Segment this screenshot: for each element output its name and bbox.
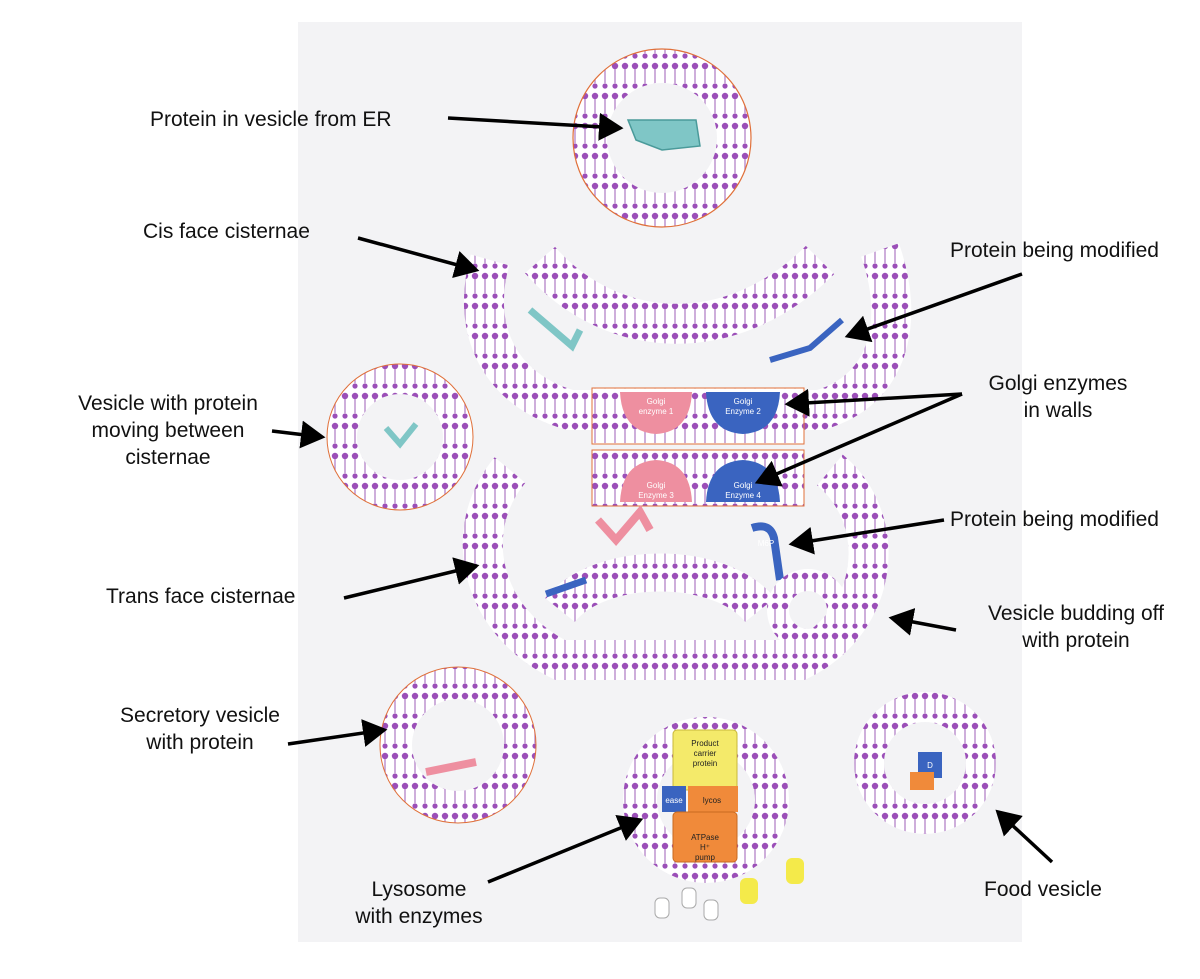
label-vesicle-moving: Vesicle with protein moving between cist… — [50, 390, 286, 471]
m6p-tag: M6P — [758, 539, 774, 548]
arrow-trans-face — [343, 557, 480, 600]
enzyme-3-label: Enzyme 3 — [638, 491, 674, 500]
arrow-golgi-enzymes-lower — [754, 392, 963, 487]
enzyme-4-title: Golgi — [734, 481, 753, 490]
label-vesicle-budding-line-1: Vesicle budding off — [988, 602, 1164, 625]
arrow-protein-modified-1 — [844, 272, 1023, 343]
pointer-arrows — [271, 112, 1054, 884]
arrow-lysosome — [487, 814, 644, 884]
label-vesicle-budding: Vesicle budding off with protein — [952, 600, 1200, 654]
enzyme-ease-tag: ease — [665, 796, 683, 805]
label-vesicle-moving-line-2: moving between — [91, 419, 245, 442]
label-protein-modified-2: Protein being modified — [950, 508, 1159, 531]
label-vesicle-budding-line-2: with protein — [1022, 629, 1130, 652]
er-protein-shape — [626, 119, 701, 151]
label-golgi-enzymes-line-2: in walls — [1023, 399, 1093, 422]
lysosome: Product carrier protein ease lycos ATPas… — [623, 717, 804, 921]
arrow-protein-modified-2 — [788, 518, 945, 555]
label-cis-face: Cis face cisternae — [143, 220, 310, 243]
enzyme-1-title: Golgi — [647, 397, 666, 406]
cis-cisternae — [463, 243, 912, 430]
budding-protein-shape — [544, 576, 588, 598]
label-golgi-enzymes: Golgi enzymes in walls — [968, 370, 1148, 424]
enzyme-wall-upper: Golgi enzyme 1 Golgi Enzyme 2 — [591, 387, 805, 445]
label-protein-er: Protein in vesicle from ER — [150, 108, 392, 131]
label-secretory-line-1: Secretory vesicle — [120, 704, 280, 727]
arrow-golgi-enzymes-upper — [784, 388, 963, 417]
arrow-cis-face — [357, 236, 480, 279]
arrow-vesicle-moving — [271, 420, 326, 449]
enzyme-1-label: enzyme 1 — [639, 407, 674, 416]
er-vesicle — [572, 48, 752, 228]
enzyme-2-title: Golgi — [734, 397, 753, 406]
arrow-vesicle-budding — [888, 608, 957, 636]
trans-protein-shape — [595, 505, 654, 547]
label-lysosome: Lysosome with enzymes — [344, 876, 494, 930]
label-trans-face: Trans face cisternae — [106, 585, 296, 608]
carrier-protein-line-3: protein — [693, 759, 717, 768]
carrier-protein-line-1: Product — [691, 739, 719, 748]
food-d-tag: D — [927, 761, 933, 770]
pump-line-2: H⁺ — [700, 843, 710, 852]
label-secretory-line-2: with protein — [146, 731, 254, 754]
label-lysosome-line-2: with enzymes — [355, 905, 483, 928]
arrow-food-vesicle — [995, 809, 1054, 864]
label-vesicle-moving-line-3: cisternae — [125, 446, 211, 469]
label-golgi-enzymes-line-1: Golgi enzymes — [988, 372, 1128, 395]
label-lysosome-line-1: Lysosome — [371, 878, 467, 901]
enzyme-lycos-tag: lycos — [703, 796, 721, 805]
label-vesicle-moving-line-1: Vesicle with protein — [78, 392, 258, 415]
modified-protein-shape — [769, 317, 844, 363]
moving-vesicle — [326, 363, 474, 511]
secretory-protein-shape — [425, 758, 477, 776]
label-protein-modified-1: Protein being modified — [950, 239, 1159, 262]
enzyme-3-title: Golgi — [647, 481, 666, 490]
food-vesicle: D — [854, 692, 996, 834]
pump-line-1: ATPase — [691, 833, 719, 842]
enzyme-2-label: Enzyme 2 — [725, 407, 761, 416]
pump-line-3: pump — [695, 853, 716, 862]
label-food-vesicle: Food vesicle — [984, 878, 1102, 901]
moving-protein-shape — [383, 422, 419, 449]
arrow-protein-er — [447, 112, 624, 141]
arrow-secretory — [287, 719, 388, 747]
enzyme-4-label: Enzyme 4 — [725, 491, 761, 500]
m6p-protein-shape — [750, 522, 784, 581]
secretory-vesicle — [379, 666, 537, 824]
cis-protein-shape — [527, 307, 584, 352]
carrier-protein-line-2: carrier — [694, 749, 717, 758]
label-secretory: Secretory vesicle with protein — [100, 702, 300, 756]
enzyme-wall-lower: Golgi Enzyme 3 Golgi Enzyme 4 — [591, 449, 805, 507]
